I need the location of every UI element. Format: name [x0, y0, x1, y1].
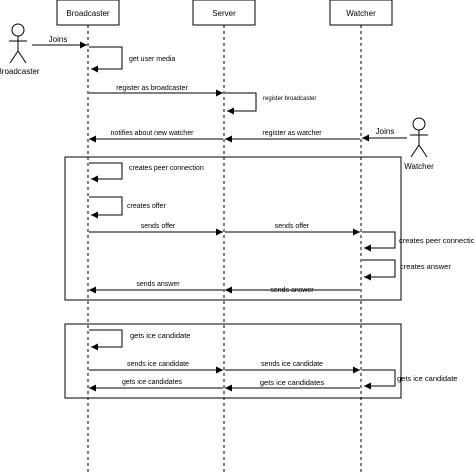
actor-broadcaster-icon — [9, 23, 27, 64]
msg-register-broadcaster-label: register broadcaster — [263, 96, 316, 102]
participant-broadcaster: Broadcaster — [56, 0, 120, 26]
actor-broadcaster-label: Broadcaster — [0, 67, 40, 76]
msg-creates-offer-label: creates offer — [127, 203, 166, 210]
msg-get-user-media-label: get user media — [129, 56, 175, 63]
msg-sends-ice-candidate-2-label: sends ice candidate — [261, 361, 323, 368]
msg-creates-offer-arrow — [89, 196, 123, 219]
actor-watcher-label: Watcher — [404, 162, 434, 171]
msg-joins-watcher-label: Joins — [376, 127, 395, 136]
msg-get-user-media-arrow — [89, 46, 123, 73]
msg-gets-ice-candidates-2-label: gets ice candidates — [260, 378, 324, 387]
msg-register-as-watcher-label: register as watcher — [262, 130, 322, 137]
msg-creates-peer-connection-w-arrow — [362, 231, 396, 252]
msg-gets-ice-candidate-w-label: gets ice candidate — [397, 374, 457, 383]
msg-creates-peer-connection-w-label: creates peer connection — [399, 236, 474, 245]
msg-gets-ice-candidate-w-arrow — [362, 369, 396, 390]
msg-gets-ice-candidates-1-label: gets ice candidates — [122, 379, 182, 386]
participant-server: Server — [192, 0, 256, 26]
msg-register-as-broadcaster-label: register as broadcaster — [116, 85, 188, 92]
participant-server-label: Server — [212, 9, 236, 18]
msg-sends-ice-candidate-1-label: sends ice candidate — [127, 361, 189, 368]
msg-sends-offer-1-label: sends offer — [141, 223, 176, 230]
msg-creates-peer-connection-b-label: creates peer connection — [129, 165, 204, 172]
msg-gets-ice-candidate-b-label: gets ice candidate — [130, 331, 190, 340]
participant-watcher-label: Watcher — [346, 9, 376, 18]
msg-joins-broadcaster-label: Joins — [49, 35, 68, 44]
participant-watcher: Watcher — [329, 0, 393, 26]
msg-sends-offer-2-label: sends offer — [275, 223, 310, 230]
msg-sends-answer-2-label: sends answer — [270, 287, 314, 294]
msg-notifies-new-watcher-label: notifies about new watcher — [111, 130, 195, 137]
msg-register-broadcaster-arrow — [225, 92, 257, 115]
msg-creates-answer-arrow — [362, 259, 396, 281]
actor-watcher-icon — [410, 117, 428, 158]
msg-gets-ice-candidate-b-arrow — [89, 329, 123, 351]
group-frame-offer-answer — [64, 156, 402, 301]
msg-sends-answer-1-label: sends answer — [136, 281, 180, 288]
participant-broadcaster-label: Broadcaster — [66, 9, 109, 18]
msg-creates-answer-label: creates answer — [400, 262, 451, 271]
msg-creates-peer-connection-b-arrow — [89, 162, 123, 183]
group-frame-ice-candidates — [64, 323, 402, 399]
